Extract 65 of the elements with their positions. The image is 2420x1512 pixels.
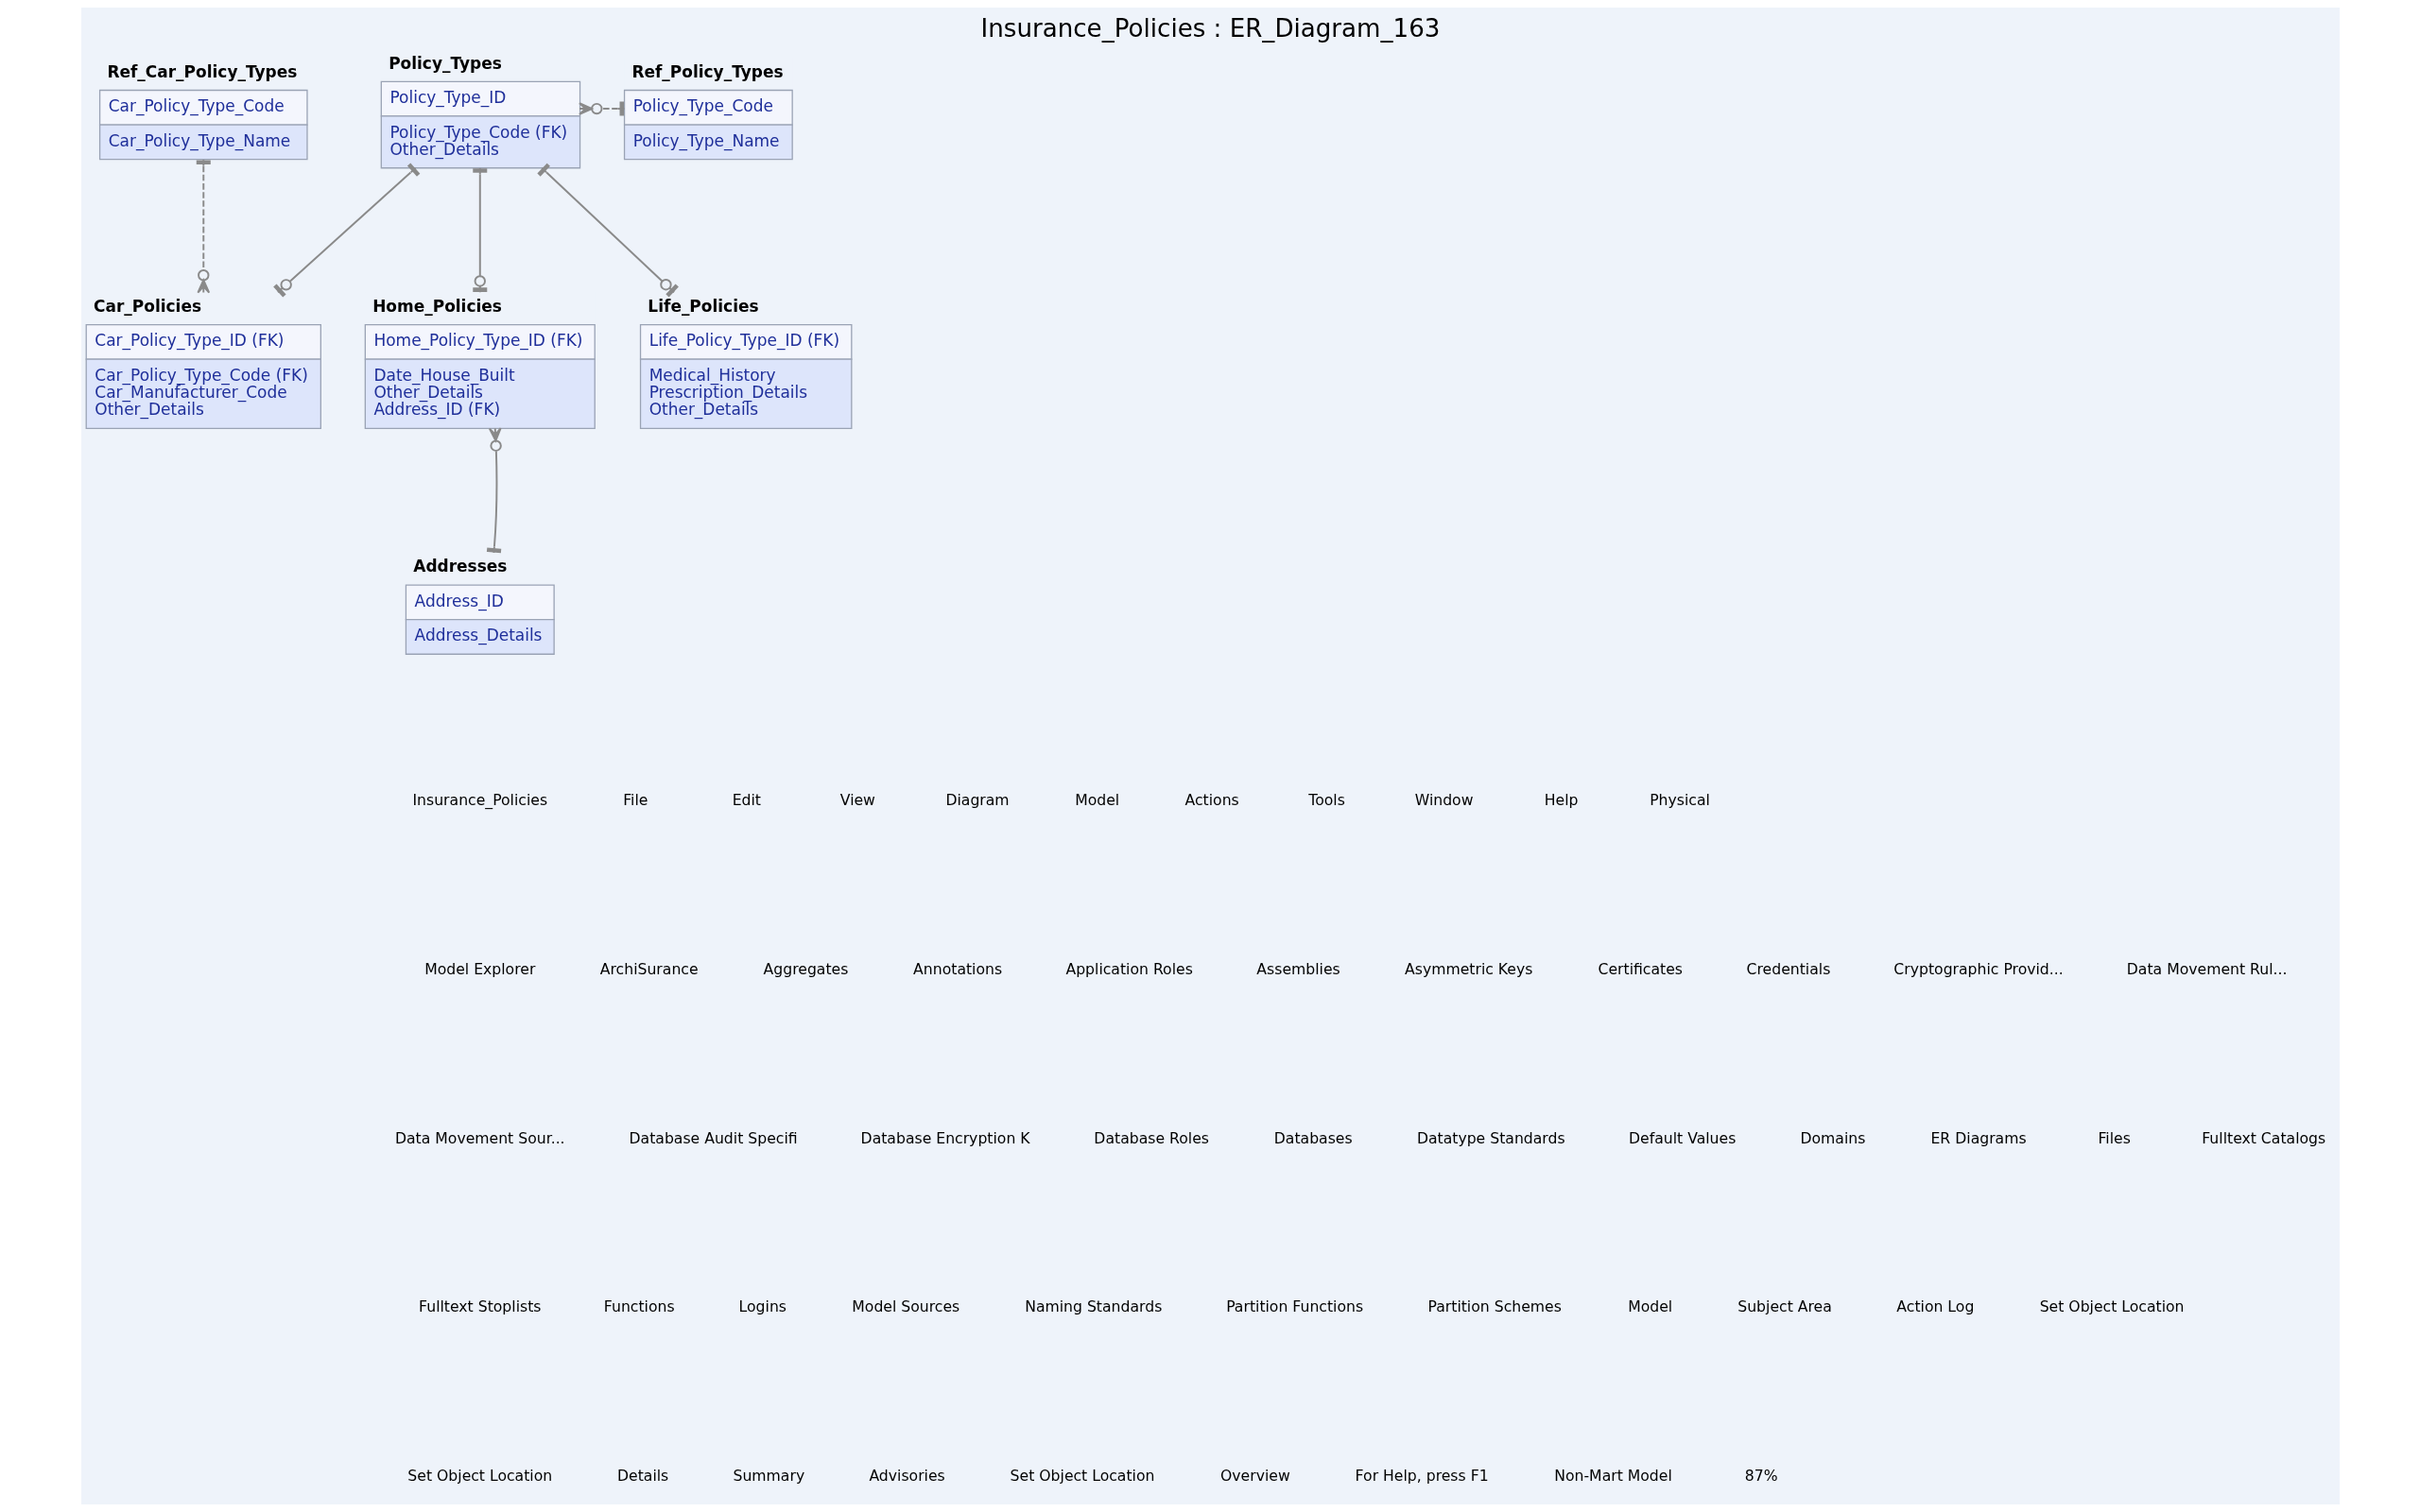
label: Insurance_Policies	[412, 790, 547, 809]
label: 87%	[1744, 1467, 1778, 1486]
label: Set Object Location	[1010, 1467, 1154, 1486]
label: Summary	[733, 1467, 804, 1486]
label: Model Explorer	[424, 959, 535, 978]
label: Assemblies	[1255, 959, 1340, 978]
node-label: Policy_Types	[388, 53, 502, 73]
label: Edit	[732, 790, 761, 809]
connector	[196, 159, 211, 294]
label: Databases	[1273, 1128, 1353, 1147]
label: Functions	[603, 1297, 675, 1316]
label: Logins	[738, 1297, 786, 1316]
label: Set Object Location	[2039, 1297, 2185, 1316]
label: Partition Functions	[1225, 1297, 1363, 1316]
label: Database Roles	[1093, 1128, 1209, 1147]
label: Subject Area	[1737, 1297, 1832, 1316]
label: Database Audit Specifi	[629, 1128, 798, 1147]
label: Database Encryption K	[860, 1128, 1030, 1147]
node-label: Ref_Policy_Types	[631, 61, 784, 81]
label: Files	[2098, 1128, 2131, 1147]
label: Overview	[1219, 1467, 1290, 1486]
label: Cryptographic Provid...	[1893, 959, 2064, 978]
node-label: Car_Policies	[93, 296, 201, 316]
label: Diagram	[944, 790, 1010, 809]
label: Domains	[1800, 1128, 1865, 1147]
label: Action Log	[1895, 1297, 1974, 1316]
label: Application Roles	[1064, 959, 1193, 978]
label: Credentials	[1746, 959, 1830, 978]
connector	[486, 427, 502, 554]
node-label: Ref_Car_Policy_Types	[106, 61, 297, 81]
connector	[536, 163, 679, 298]
label: Data Movement Sour...	[394, 1128, 565, 1147]
node-label: Addresses	[412, 557, 507, 576]
label: Physical	[1649, 790, 1710, 809]
label: Model	[1074, 790, 1119, 809]
label: Advisories	[868, 1467, 945, 1486]
node-label: Life_Policies	[647, 296, 759, 316]
label: Tools	[1307, 790, 1345, 809]
label: Model Sources	[851, 1297, 959, 1316]
label: Fulltext Stoplists	[418, 1297, 541, 1316]
label: Annotations	[912, 959, 1002, 978]
label: Help	[1544, 790, 1579, 809]
label: ER Diagrams	[1929, 1128, 2027, 1147]
label: File	[622, 790, 648, 809]
label: View	[839, 790, 875, 809]
label: ArchiSurance	[599, 959, 699, 978]
label: Partition Schemes	[1426, 1297, 1562, 1316]
node-label: Home_Policies	[372, 296, 502, 316]
label: Fulltext Catalogs	[2201, 1128, 2325, 1147]
label: Window	[1414, 790, 1473, 809]
label: Datatype Standards	[1416, 1128, 1565, 1147]
diagram-title: Insurance_Policies : ER_Diagram_163	[980, 14, 1440, 43]
label: Model	[1627, 1297, 1672, 1316]
label: Data Movement Rul...	[2126, 959, 2287, 978]
label: For Help, press F1	[1355, 1467, 1489, 1486]
label: Non-Mart Model	[1553, 1467, 1672, 1486]
label: Naming Standards	[1024, 1297, 1162, 1316]
label: Certificates	[1598, 959, 1683, 978]
label: Actions	[1184, 790, 1239, 809]
label: Default Values	[1628, 1128, 1736, 1147]
label: Asymmetric Keys	[1404, 959, 1532, 978]
connector	[272, 163, 420, 298]
label: Set Object Location	[406, 1467, 552, 1486]
label: Aggregates	[763, 959, 848, 978]
label: Details	[616, 1467, 668, 1486]
